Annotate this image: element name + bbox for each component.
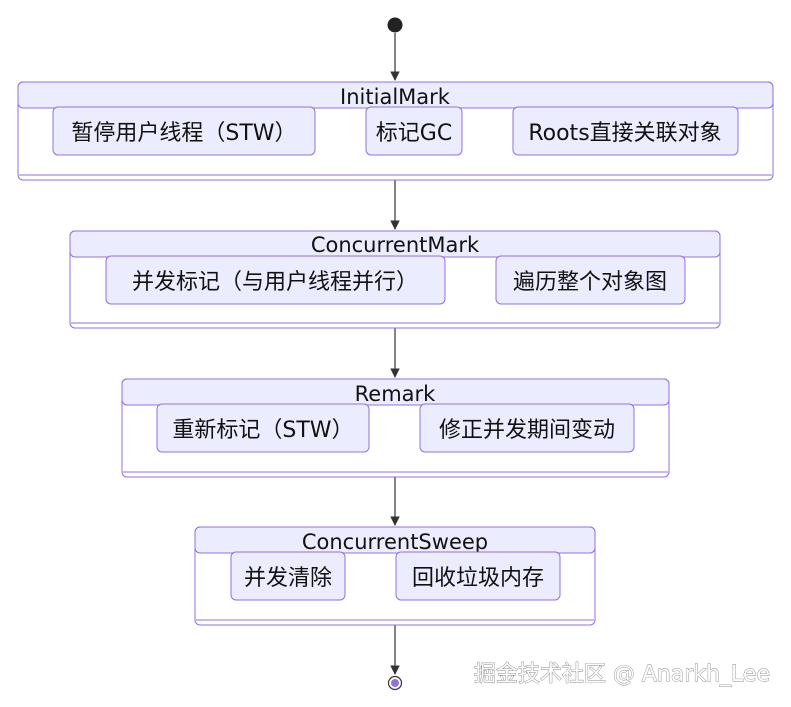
- substate-box: [105, 255, 446, 305]
- state-initial-mark-title: InitialMark: [340, 85, 451, 109]
- substate-box: [365, 106, 463, 156]
- substate-label: 并发标记（与用户线程并行）: [132, 270, 418, 295]
- substate-label: 标记GC: [376, 121, 452, 146]
- substate-box: [156, 403, 370, 453]
- start-node: [387, 17, 403, 33]
- state-concurrent-mark-title: ConcurrentMark: [311, 233, 480, 257]
- substate-box: [52, 106, 316, 156]
- substate-box: [512, 106, 739, 156]
- substate-label: 重新标记（STW）: [172, 418, 353, 443]
- substate-label: 修正并发期间变动: [439, 418, 615, 443]
- watermark: 掘金技术社区 @ Anarkh_Lee: [474, 662, 770, 687]
- state-concurrent-mark: ConcurrentMark 并发标记（与用户线程并行） 遍历整个对象图: [69, 230, 721, 329]
- end-node-inner: [391, 679, 399, 687]
- state-concurrent-sweep-title-band: [194, 526, 596, 554]
- state-initial-mark: InitialMark 暂停用户线程（STW） 标记GC Roots直接关联对象: [17, 81, 774, 181]
- substate-label: 暂停用户线程（STW）: [71, 121, 296, 146]
- substate-box: [495, 255, 686, 305]
- substate-box: [230, 551, 346, 601]
- substate-label: 回收垃圾内存: [412, 566, 544, 591]
- substate-box: [419, 403, 635, 453]
- state-remark: Remark 重新标记（STW） 修正并发期间变动: [121, 378, 670, 478]
- substate-label: Roots直接关联对象: [528, 121, 721, 146]
- end-node: [387, 675, 403, 691]
- state-remark-title: Remark: [355, 382, 437, 406]
- substate-box: [395, 551, 561, 601]
- substate-label: 并发清除: [244, 566, 332, 591]
- substate-label: 遍历整个对象图: [513, 270, 667, 295]
- state-concurrent-sweep-title: ConcurrentSweep: [302, 530, 488, 554]
- state-concurrent-sweep: ConcurrentSweep 并发清除 回收垃圾内存: [194, 526, 596, 626]
- state-remark-title-band: [121, 378, 670, 406]
